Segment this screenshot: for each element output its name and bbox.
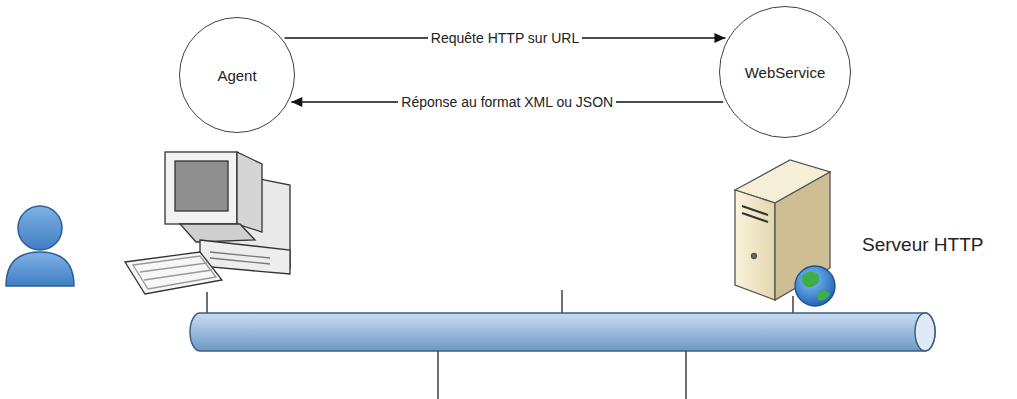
edge-label: Requête HTTP sur URL: [428, 30, 582, 46]
edge-label: Réponse au format XML ou JSON: [398, 94, 616, 110]
computer-icon: [125, 152, 290, 294]
network-bus: [190, 313, 935, 351]
server-icon: [735, 160, 835, 306]
node-label: WebService: [745, 64, 826, 81]
server-label: Serveur HTTP: [862, 234, 983, 256]
node-label: Agent: [217, 67, 256, 84]
service-circle: WebService: [719, 6, 851, 138]
agent-circle: Agent: [179, 17, 295, 133]
user-icon: [6, 206, 74, 286]
